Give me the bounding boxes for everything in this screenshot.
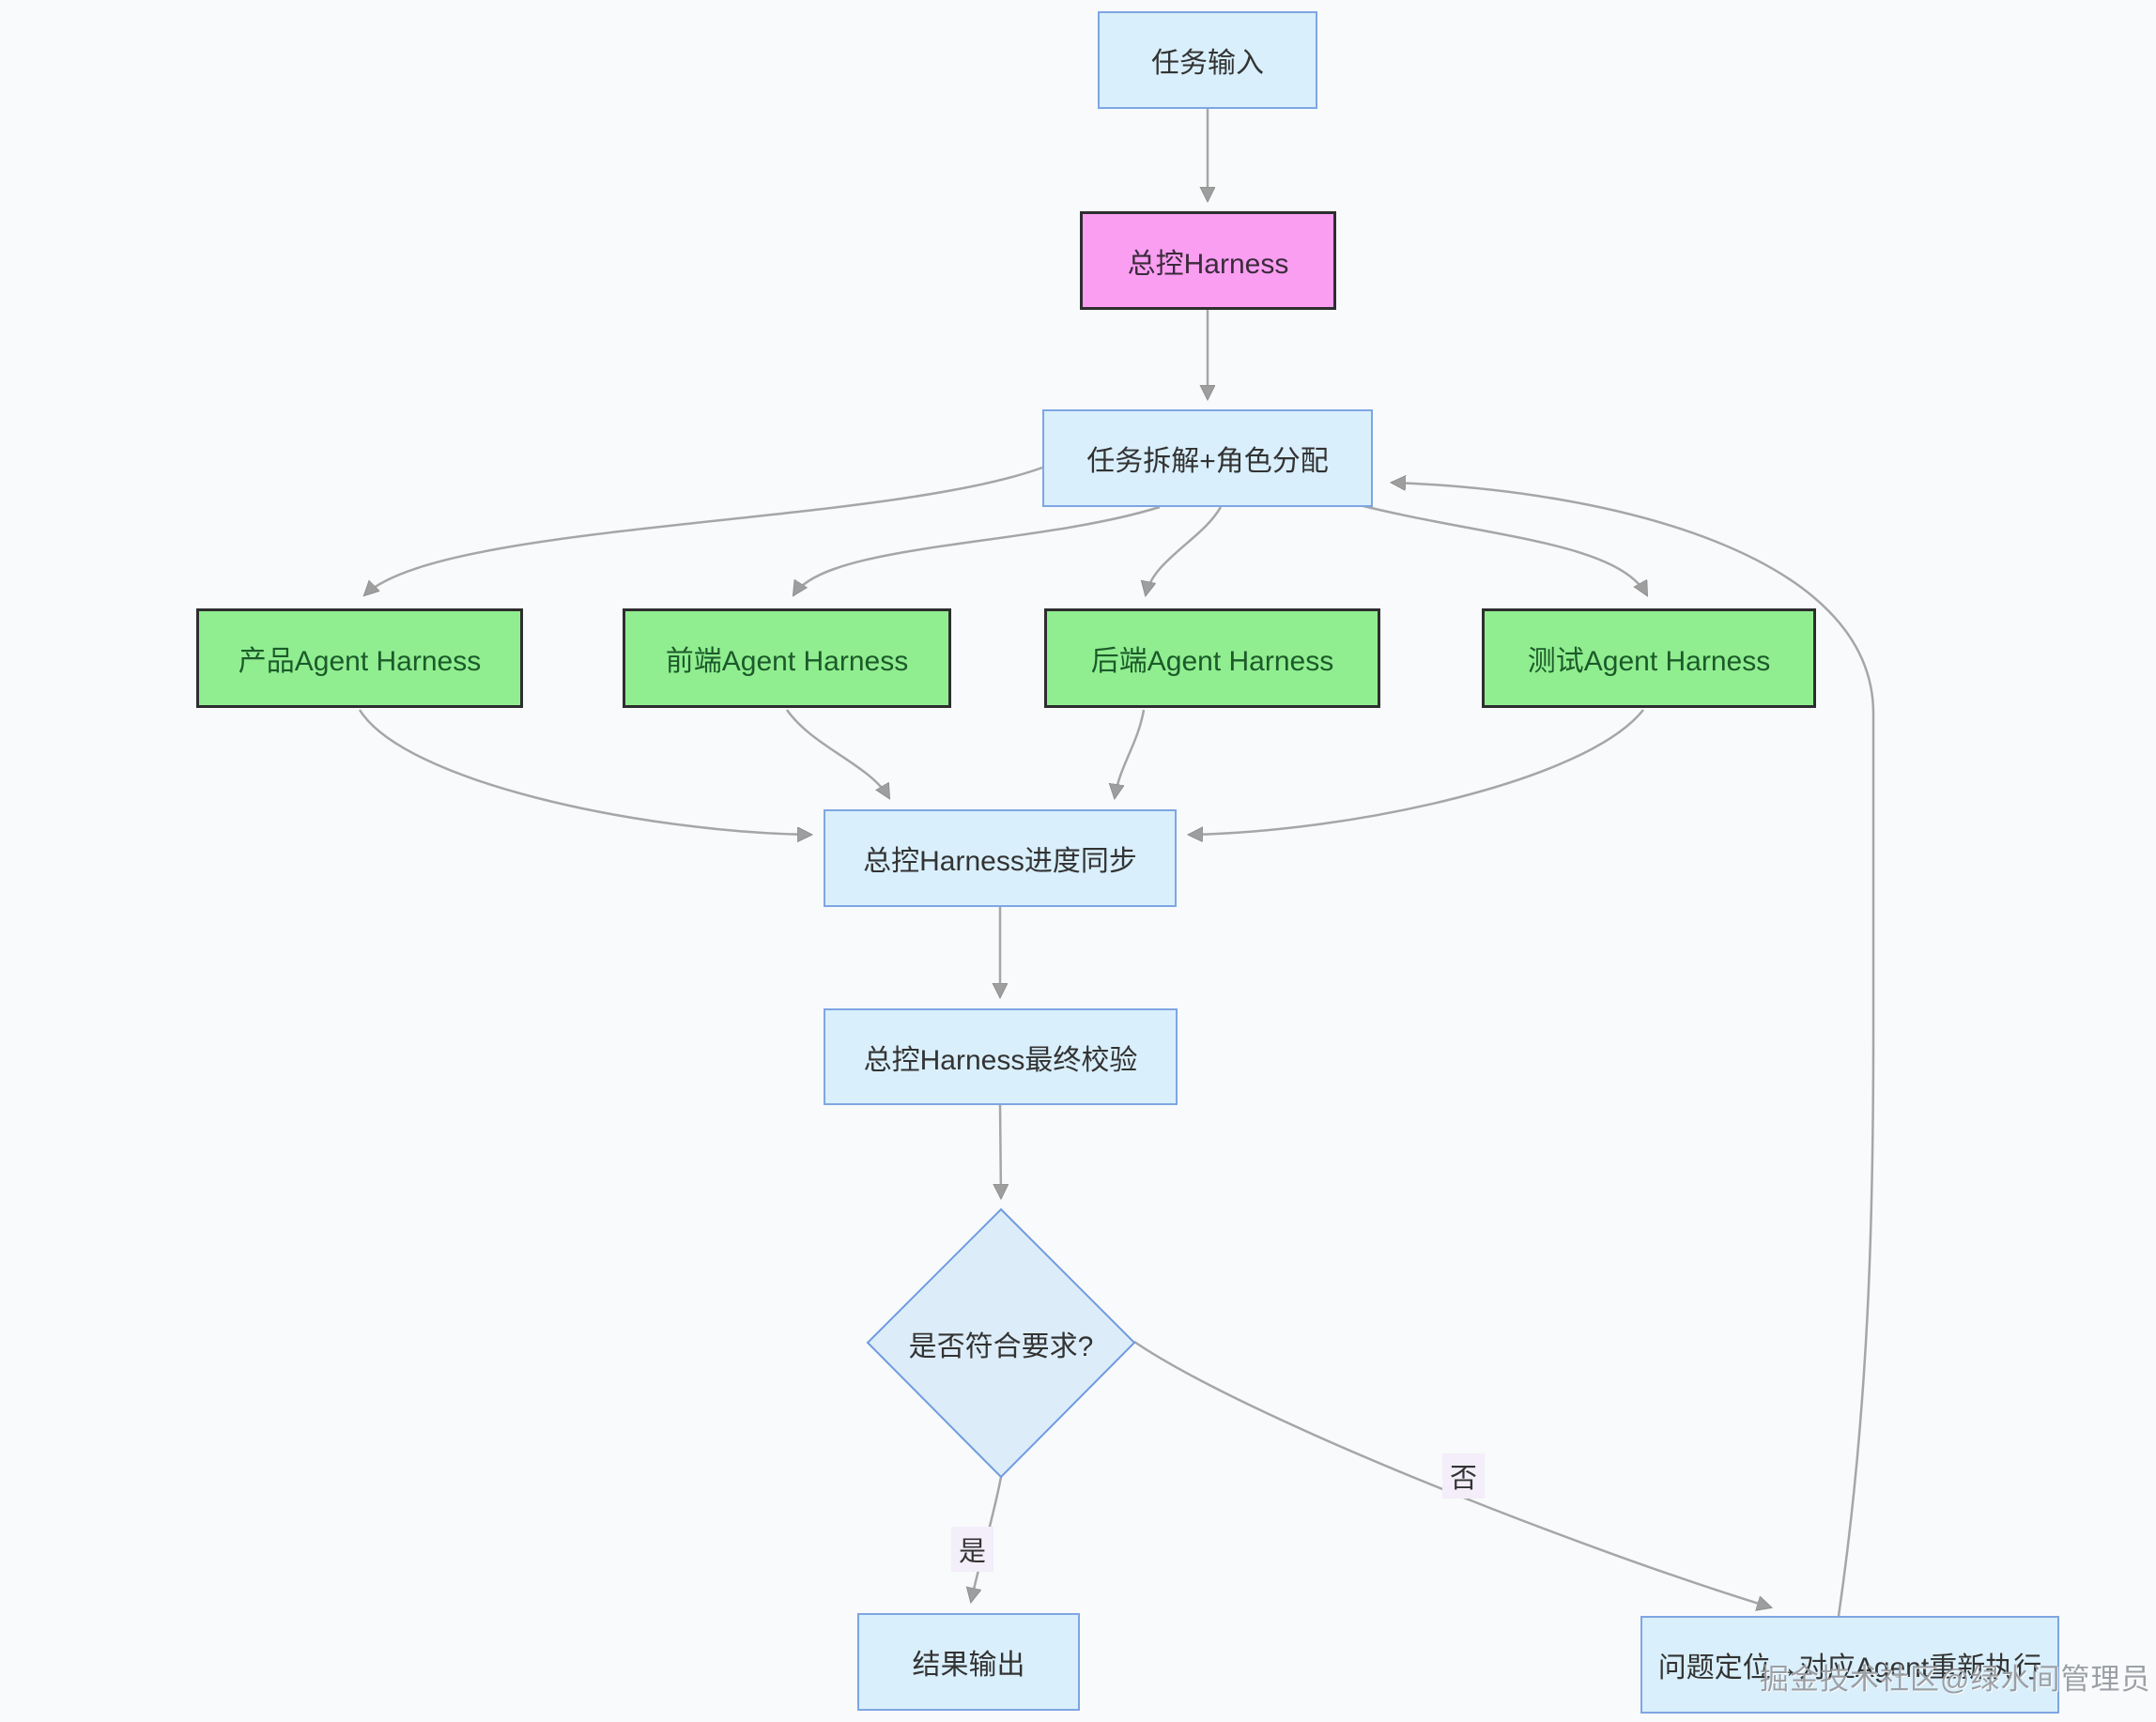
node-decision-label: 是否符合要求?: [908, 1330, 1094, 1362]
node-product-agent: 产品Agent Harness: [196, 608, 523, 708]
edge-label-yes: 是: [951, 1527, 994, 1572]
edge-frontend-to-sync: [785, 709, 891, 798]
node-task-split-label: 任务拆解+角色分配: [1086, 446, 1329, 477]
edge-backend-to-sync: [1115, 709, 1146, 798]
edge-decision-no-to-problem: [1133, 1340, 1771, 1607]
node-problem-relocate: 问题定位→对应Agent重新执行: [1640, 1616, 2059, 1714]
node-backend-agent: 后端Agent Harness: [1044, 608, 1380, 708]
node-task-input: 任务输入: [1098, 11, 1317, 109]
node-task-split: 任务拆解+角色分配: [1042, 409, 1373, 507]
node-product-agent-label: 产品Agent Harness: [238, 646, 482, 677]
node-frontend-agent-label: 前端Agent Harness: [665, 646, 909, 677]
edge-product-to-sync: [358, 709, 811, 835]
node-final-check-label: 总控Harness最终校验: [863, 1044, 1138, 1076]
node-result-output-label: 结果输出: [912, 1650, 1025, 1681]
decision-diamond-shape: [866, 1207, 1136, 1479]
edge-problem-loop-to-split: [1392, 483, 1875, 1617]
node-backend-agent-label: 后端Agent Harness: [1090, 646, 1334, 677]
node-decision: 是否符合要求?: [868, 1209, 1134, 1477]
watermark-text: 掘金技术社区@绿水间管理员: [1760, 1663, 2151, 1696]
edge-split-to-product: [364, 466, 1043, 595]
node-task-input-label: 任务输入: [1151, 48, 1264, 79]
node-result-output: 结果输出: [857, 1613, 1080, 1711]
edge-split-to-backend: [1146, 506, 1223, 595]
node-test-agent-label: 测试Agent Harness: [1527, 646, 1771, 677]
node-progress-sync-label: 总控Harness进度同步: [863, 846, 1137, 877]
node-master-harness: 总控Harness: [1080, 211, 1336, 310]
node-final-check: 总控Harness最终校验: [824, 1008, 1178, 1105]
node-master-harness-label: 总控Harness: [1127, 248, 1289, 280]
edge-check-to-decision: [1000, 1104, 1001, 1198]
edge-label-no: 否: [1442, 1453, 1486, 1499]
node-frontend-agent: 前端Agent Harness: [623, 608, 951, 708]
node-problem-relocate-label: 问题定位→对应Agent重新执行: [1657, 1653, 2042, 1684]
edge-split-to-frontend: [793, 505, 1161, 595]
edge-test-to-sync: [1189, 709, 1644, 835]
node-progress-sync: 总控Harness进度同步: [824, 809, 1177, 907]
edge-split-to-test: [1351, 501, 1649, 595]
node-test-agent: 测试Agent Harness: [1482, 608, 1816, 708]
